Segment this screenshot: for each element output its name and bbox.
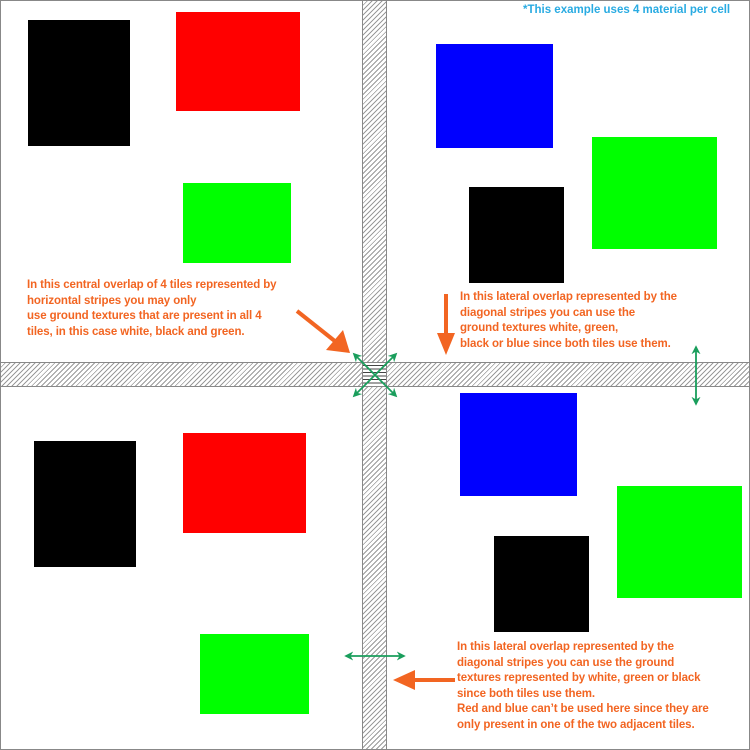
material-red-tl xyxy=(176,12,300,111)
note-central-overlap: In this central overlap of 4 tiles repre… xyxy=(27,279,277,338)
material-blue-tr xyxy=(436,44,553,148)
material-black-tl xyxy=(28,20,130,146)
central-overlap xyxy=(362,362,387,387)
material-green-bl xyxy=(200,634,309,714)
material-black-bl xyxy=(34,441,136,567)
note-lateral-vertical: In this lateral overlap represented by t… xyxy=(457,641,709,731)
material-black-br xyxy=(494,536,589,632)
material-black-tr xyxy=(469,187,564,283)
footnote: *This example uses 4 material per cell xyxy=(523,4,731,16)
material-blue-br xyxy=(460,393,577,496)
material-red-bl xyxy=(183,433,306,533)
material-green-br xyxy=(617,486,742,598)
note-lateral-horizontal: In this lateral overlap represented by t… xyxy=(460,291,677,350)
material-green-tl xyxy=(183,183,291,263)
material-green-tr xyxy=(592,137,717,249)
